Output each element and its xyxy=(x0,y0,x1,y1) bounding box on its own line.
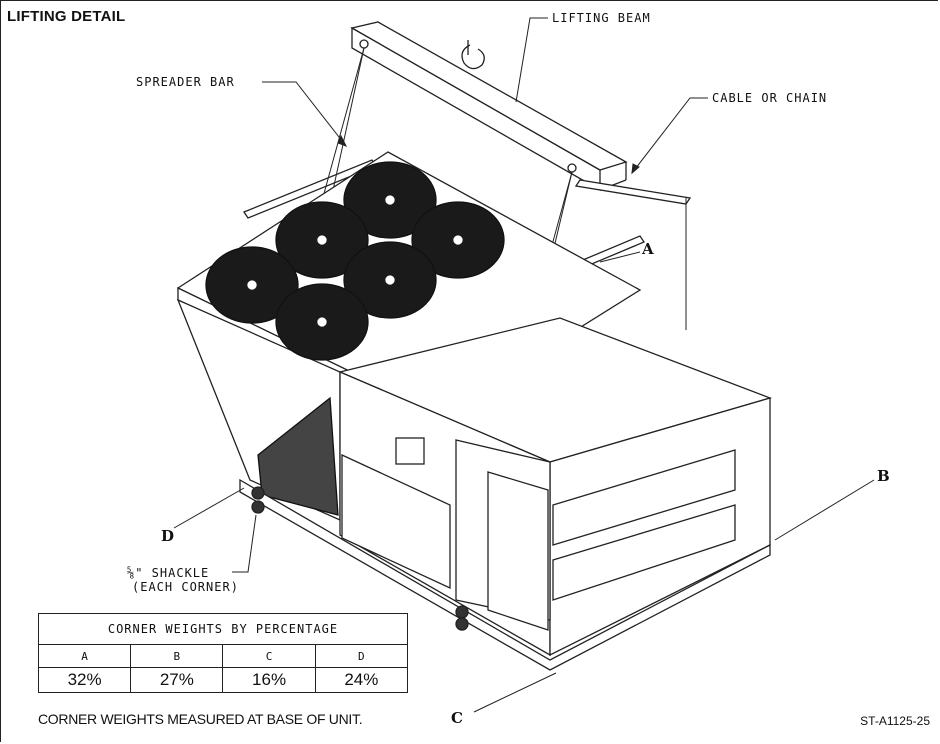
lifting-beam xyxy=(350,21,628,192)
shackle-label-line1: ⅝" SHACKLE xyxy=(127,566,210,580)
shackle-label-line2: (EACH CORNER) xyxy=(132,580,239,594)
table-header-row: CORNER WEIGHTS BY PERCENTAGE xyxy=(38,613,408,645)
spreader-bar-label: SPREADER BAR xyxy=(136,75,235,89)
corner-weights-note: CORNER WEIGHTS MEASURED AT BASE OF UNIT. xyxy=(38,711,363,727)
weight-value: 32% xyxy=(37,667,132,693)
lifting-beam-label: LIFTING BEAM xyxy=(552,11,651,25)
corner-weights-table: CORNER WEIGHTS BY PERCENTAGE A B C D 32%… xyxy=(37,613,409,693)
corner-label-a: A xyxy=(642,240,654,258)
column-label: C xyxy=(222,644,316,668)
corner-label-d: D xyxy=(161,527,175,545)
column-label: A xyxy=(37,644,132,668)
weight-value: 27% xyxy=(130,667,224,693)
drawing-reference: ST-A1125-25 xyxy=(860,714,930,728)
shackles xyxy=(251,486,469,631)
cable-or-chain-label: CABLE OR CHAIN xyxy=(712,91,828,105)
weight-value: 24% xyxy=(314,667,409,693)
corner-label-b: B xyxy=(877,467,890,485)
fan-hubs xyxy=(247,195,463,327)
column-label: B xyxy=(130,644,224,668)
table-row: 32% 27% 16% 24% xyxy=(37,667,409,693)
table-title: CORNER WEIGHTS BY PERCENTAGE xyxy=(38,613,408,645)
column-label: D xyxy=(314,644,409,668)
table-row: A B C D xyxy=(37,644,409,668)
page-title: LIFTING DETAIL xyxy=(7,8,126,25)
corner-label-c: C xyxy=(451,709,463,727)
callout-leaders xyxy=(173,17,875,713)
unit-cabinet xyxy=(239,317,773,671)
weight-value: 16% xyxy=(222,667,316,693)
